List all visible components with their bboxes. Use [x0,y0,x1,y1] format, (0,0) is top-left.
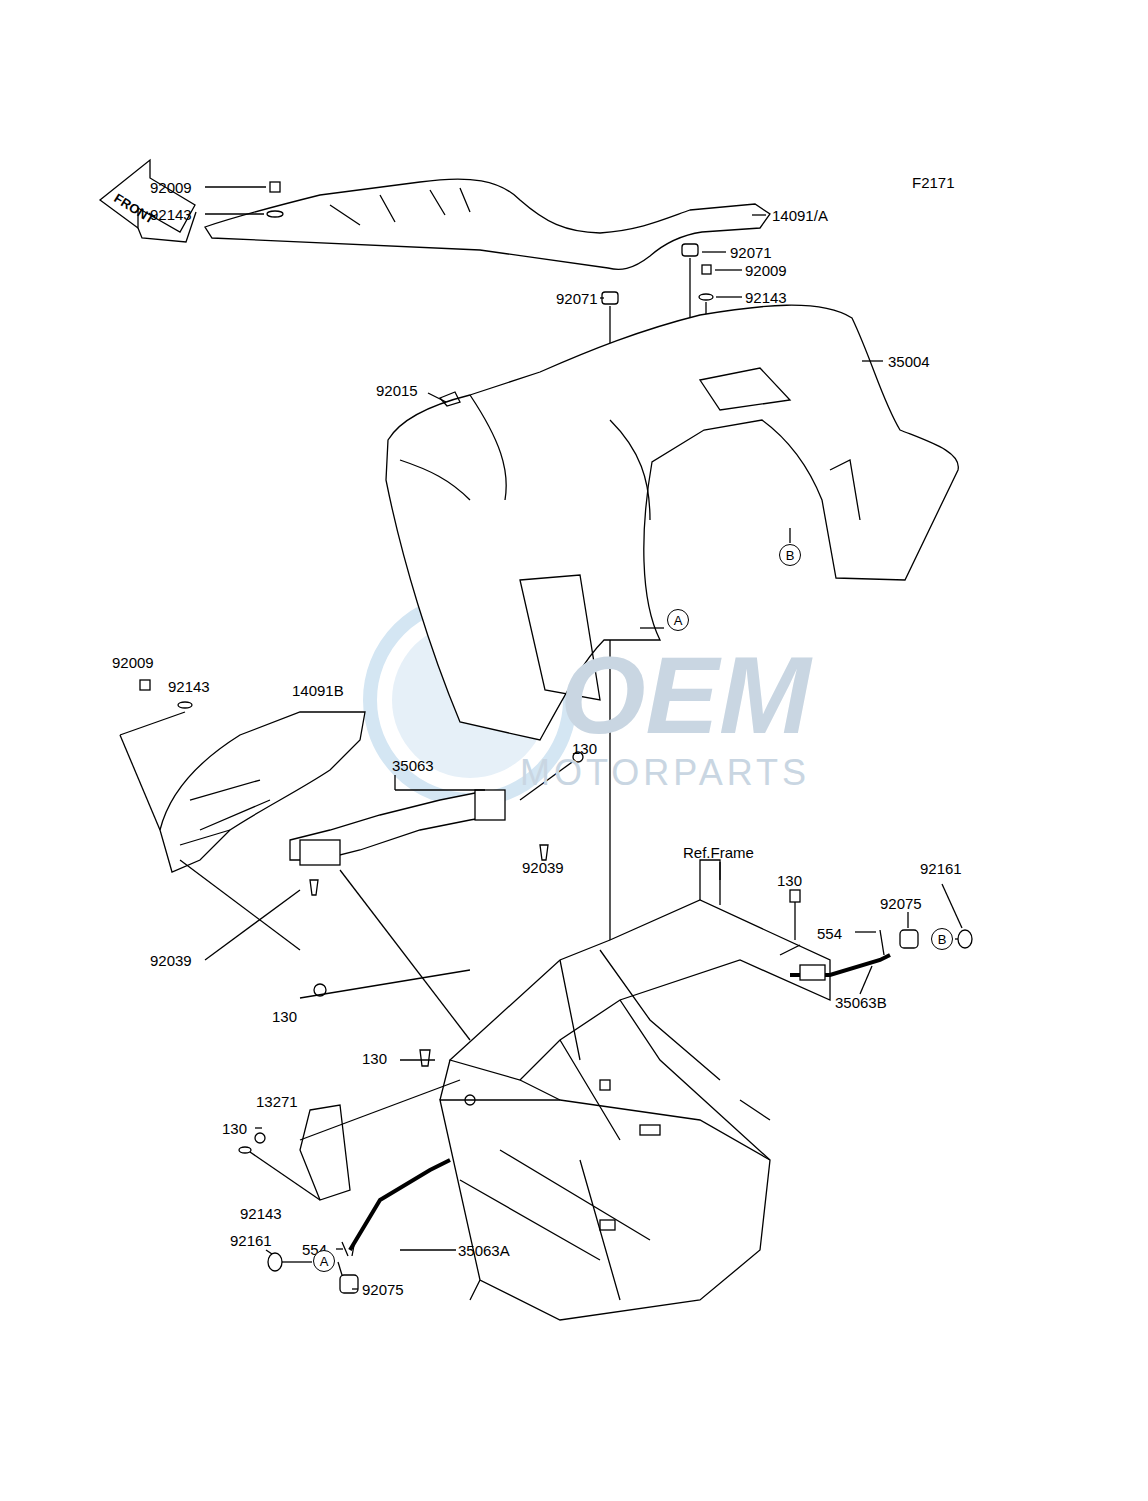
callout-number: 14091/A [772,207,828,224]
callout-number: 92015 [376,382,418,399]
callout-number: 92039 [150,952,192,969]
reference-circle: A [313,1250,335,1272]
callout-number: 130 [362,1050,387,1067]
watermark: OEM [560,640,811,750]
watermark: MOTORPARTS [520,754,810,792]
callout-number: 13271 [256,1093,298,1110]
callout-number: 92143 [168,678,210,695]
callout-number: 92161 [230,1232,272,1249]
callout-number: 92071 [730,244,772,261]
callout-number: 92143 [745,289,787,306]
reference-circle: B [779,544,801,566]
callout-number: 130 [222,1120,247,1137]
reference-letter: B [786,549,795,562]
callout-number: 130 [272,1008,297,1025]
callout-number: 130 [777,872,802,889]
callout-number: 92009 [112,654,154,671]
callout-number: 92075 [880,895,922,912]
callout-number: 92075 [362,1281,404,1298]
callout-number: 92009 [745,262,787,279]
callout-number: 92161 [920,860,962,877]
callout-number: 14091B [292,682,344,699]
callout-number: 92143 [150,206,192,223]
reference-letter: A [320,1255,329,1268]
callout-number: 35063 [392,757,434,774]
callout-number: 92039 [522,859,564,876]
reference-circle: A [667,609,689,631]
reference-letter: B [938,933,947,946]
callout-number: 92071 [556,290,598,307]
figure-code: F2171 [912,174,955,191]
reference-note: Ref.Frame [683,844,754,861]
callout-number: 35004 [888,353,930,370]
callout-number: 554 [817,925,842,942]
callout-number: 92143 [240,1205,282,1222]
callout-number: 35063A [458,1242,510,1259]
reference-letter: A [674,614,683,627]
callout-number: 35063B [835,994,887,1011]
callout-number: 92009 [150,179,192,196]
reference-circle: B [931,928,953,950]
